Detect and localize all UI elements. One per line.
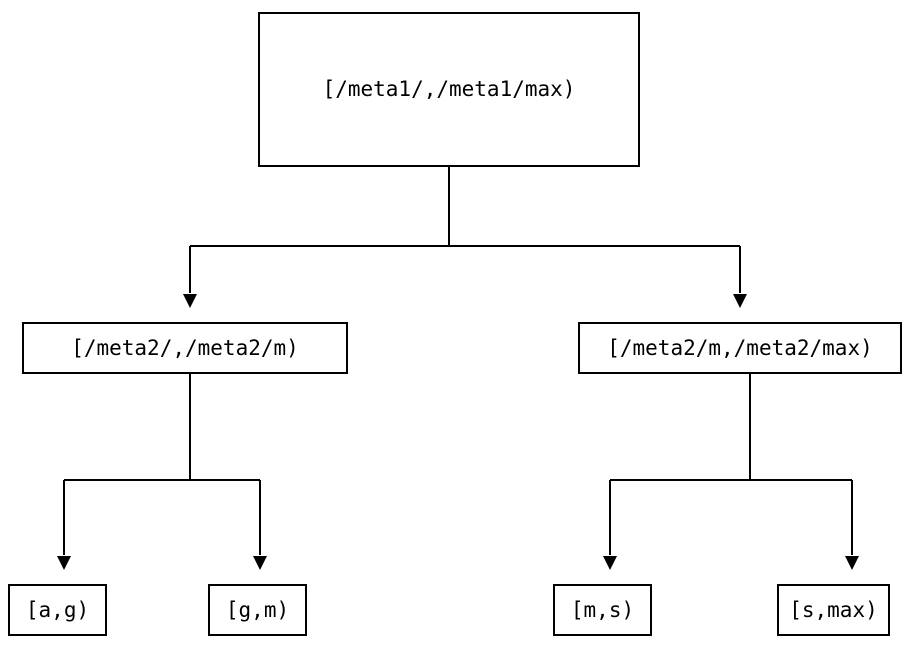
- tree-node-mid-left[interactable]: [/meta2/,/meta2/m): [22, 322, 348, 374]
- tree-node-leaf-1-label: [a,g): [25, 597, 90, 622]
- tree-node-leaf-3[interactable]: [m,s): [553, 584, 652, 636]
- tree-node-leaf-3-label: [m,s): [570, 597, 635, 622]
- tree-node-leaf-2-label: [g,m): [225, 597, 290, 622]
- arrowhead-icon-leaf2: [253, 556, 267, 570]
- tree-node-leaf-4-label: [s,max): [789, 597, 878, 622]
- tree-node-leaf-1[interactable]: [a,g): [8, 584, 107, 636]
- arrowhead-icon-mid-left: [183, 294, 197, 308]
- arrowhead-icon-leaf3: [603, 556, 617, 570]
- arrowhead-icon-leaf4: [845, 556, 859, 570]
- arrowhead-icon-mid-right: [733, 294, 747, 308]
- arrowhead-icon-leaf1: [57, 556, 71, 570]
- tree-node-mid-right-label: [/meta2/m,/meta2/max): [607, 335, 873, 360]
- tree-node-leaf-4[interactable]: [s,max): [777, 584, 890, 636]
- tree-node-root[interactable]: [/meta1/,/meta1/max): [258, 12, 640, 167]
- tree-node-leaf-2[interactable]: [g,m): [208, 584, 307, 636]
- tree-node-root-label: [/meta1/,/meta1/max): [322, 77, 576, 101]
- tree-node-mid-right[interactable]: [/meta2/m,/meta2/max): [578, 322, 902, 374]
- tree-node-mid-left-label: [/meta2/,/meta2/m): [71, 335, 299, 360]
